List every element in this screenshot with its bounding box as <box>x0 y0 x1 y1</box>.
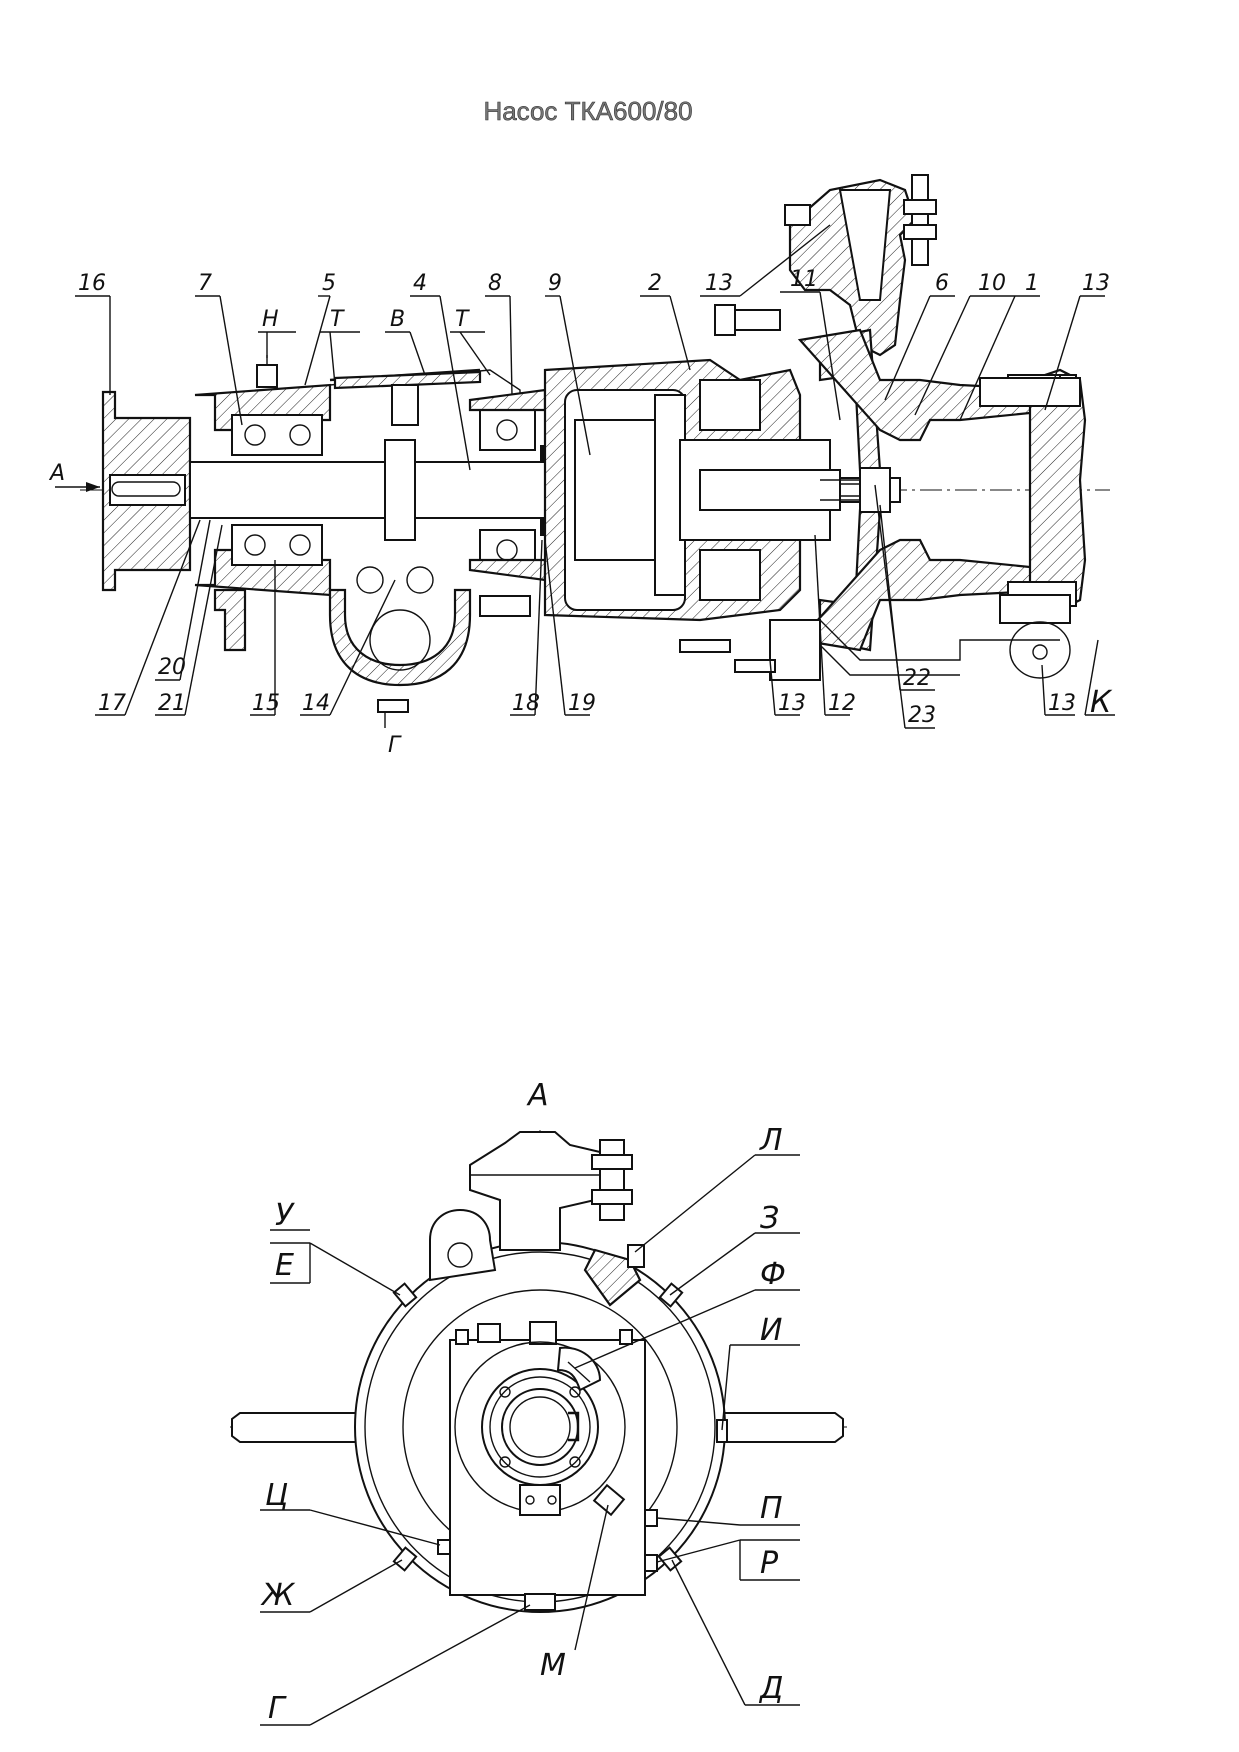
part-number-8: 8 <box>488 271 502 296</box>
part-number-13-k: 13 <box>1048 691 1076 716</box>
bearing-left <box>231 414 323 566</box>
view-direction-label: А <box>48 461 65 486</box>
label-U: У <box>275 1198 295 1233</box>
label-N: Н <box>262 307 279 332</box>
part-number-15: 15 <box>252 691 280 716</box>
part-number-21: 21 <box>158 691 186 716</box>
label-M: М <box>540 1648 566 1683</box>
part-number-7: 7 <box>198 271 212 296</box>
part-number-12: 12 <box>828 691 856 716</box>
label-Z: З <box>760 1201 779 1236</box>
part-number-11: 11 <box>790 267 818 292</box>
label-R: Р <box>760 1546 779 1581</box>
label-D: Д <box>758 1671 783 1706</box>
part-number-19: 19 <box>568 691 596 716</box>
drawing-title: Насос ТКА600/80 <box>483 96 692 126</box>
part-number-22: 22 <box>903 666 931 691</box>
label-T-left: Т <box>330 307 345 332</box>
part-number-14: 14 <box>302 691 330 716</box>
part-number-13-top: 13 <box>705 271 733 296</box>
part-number-13-right: 13 <box>1082 271 1110 296</box>
part-number-2: 2 <box>648 271 662 296</box>
end-view-label: А <box>526 1078 549 1113</box>
end-view: А У Е Ц Ж Г Л З Ф И П Р Д М <box>230 1078 850 1726</box>
label-T-right: Т <box>455 307 470 332</box>
part-number-16: 16 <box>78 271 106 296</box>
label-E: Е <box>275 1248 294 1283</box>
label-V: В <box>390 307 405 332</box>
label-Zh: Ж <box>260 1578 296 1613</box>
part-number-18: 18 <box>512 691 540 716</box>
part-number-10: 10 <box>978 271 1006 296</box>
label-Ts: Ц <box>265 1478 288 1513</box>
part-number-23: 23 <box>908 703 936 728</box>
part-number-17: 17 <box>98 691 126 716</box>
part-number-4: 4 <box>413 271 427 296</box>
part-number-9: 9 <box>548 271 562 296</box>
part-number-1: 1 <box>1025 271 1039 296</box>
part-number-13-bottom: 13 <box>778 691 806 716</box>
part-number-6: 6 <box>935 271 949 296</box>
part-number-5: 5 <box>322 271 336 296</box>
label-L: Л <box>759 1123 783 1158</box>
label-I: И <box>760 1313 782 1348</box>
part-number-20: 20 <box>158 655 186 680</box>
label-G-section: Г <box>388 733 402 758</box>
section-view: А <box>48 174 1115 758</box>
label-F: Ф <box>760 1257 786 1292</box>
label-P: П <box>760 1491 783 1526</box>
label-G-end: Г <box>268 1691 287 1726</box>
label-K: К <box>1090 685 1113 720</box>
